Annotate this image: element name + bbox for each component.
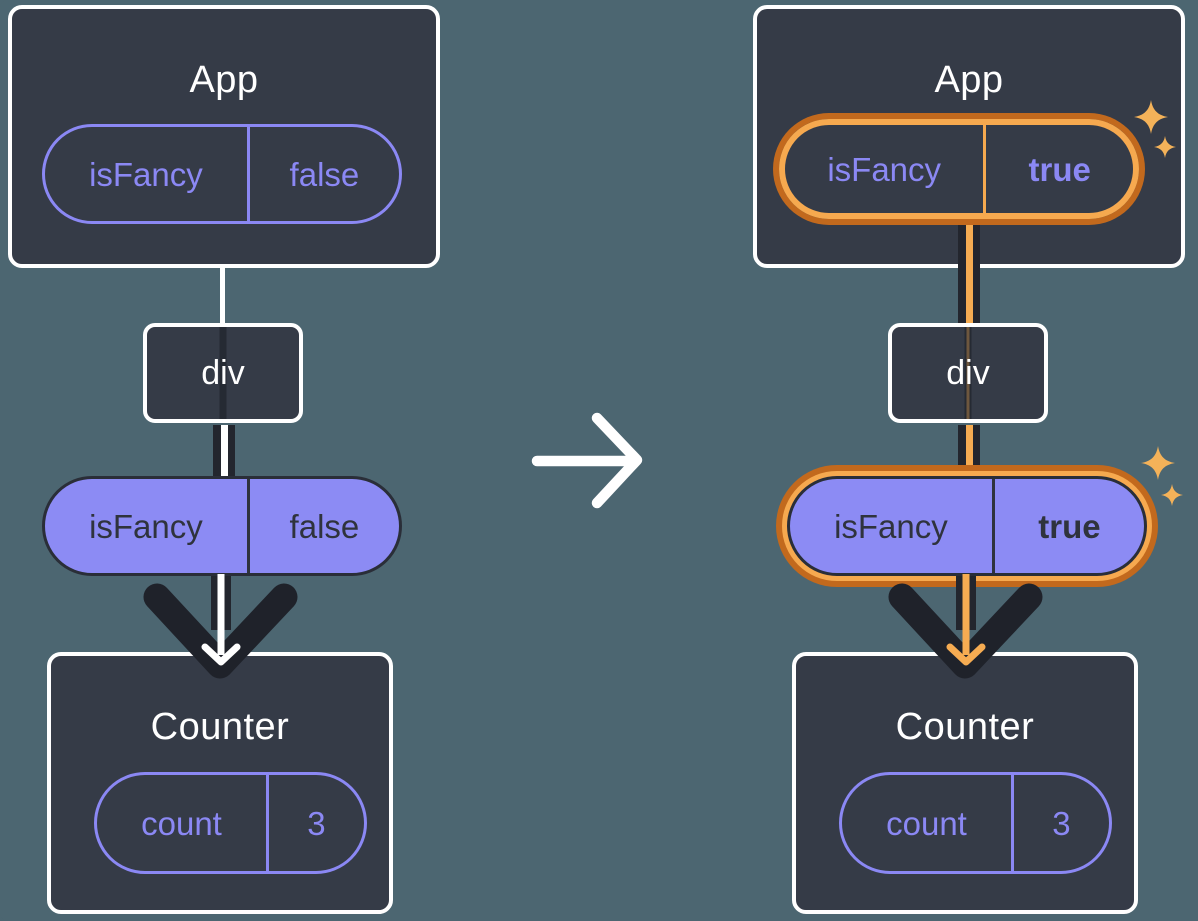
state-value: 3 (265, 775, 364, 871)
sparkle-icon (1154, 136, 1176, 158)
state-pill: count 3 (839, 772, 1112, 874)
connector-app-div (220, 266, 225, 328)
element-label: div (946, 353, 990, 392)
sparkle-icon (1141, 446, 1175, 480)
passed-prop-pill: isFancy false (42, 476, 402, 576)
prop-name: isFancy (827, 150, 942, 188)
connector-div-pill (958, 425, 980, 480)
connector-app-div (958, 220, 980, 328)
prop-value: false (246, 479, 399, 573)
pass-through-line (964, 327, 972, 419)
right-arrow-icon (531, 412, 643, 509)
state-pill: count 3 (94, 772, 367, 874)
prop-name: isFancy (89, 155, 203, 193)
sparkle-icon (1134, 100, 1168, 134)
state-name: count (886, 804, 967, 842)
component-title: Counter (895, 706, 1035, 748)
prop-pill-highlighted: isFancy true (779, 119, 1139, 219)
component-title: Counter (150, 706, 290, 748)
div-element-box: div (888, 323, 1048, 423)
down-arrow-icon (888, 574, 1043, 679)
div-element-box: div (143, 323, 303, 423)
prop-pill: isFancy false (42, 124, 402, 224)
state-value: 3 (1010, 775, 1109, 871)
panel-after: App Counter count 3 isFancy true div isF… (745, 0, 1198, 921)
prop-value: false (246, 127, 399, 221)
counter-component-box: Counter count 3 (47, 652, 393, 914)
component-title: App (934, 59, 1004, 101)
pass-through-line (219, 327, 227, 419)
connector-div-pill (213, 425, 235, 480)
prop-name: isFancy (89, 507, 203, 545)
state-name: count (141, 804, 222, 842)
element-label: div (201, 353, 245, 392)
sparkle-icon (1161, 484, 1183, 506)
prop-value: true (983, 125, 1133, 213)
down-arrow-icon (143, 574, 298, 679)
prop-value: true (991, 479, 1144, 573)
prop-name: isFancy (834, 507, 948, 545)
counter-component-box: Counter count 3 (792, 652, 1138, 914)
component-title: App (189, 59, 259, 101)
passed-prop-pill-highlighted: isFancy true (787, 476, 1147, 576)
app-component-box: App isFancy false (8, 5, 440, 268)
panel-before: App isFancy false Counter count 3 div is… (0, 0, 453, 921)
